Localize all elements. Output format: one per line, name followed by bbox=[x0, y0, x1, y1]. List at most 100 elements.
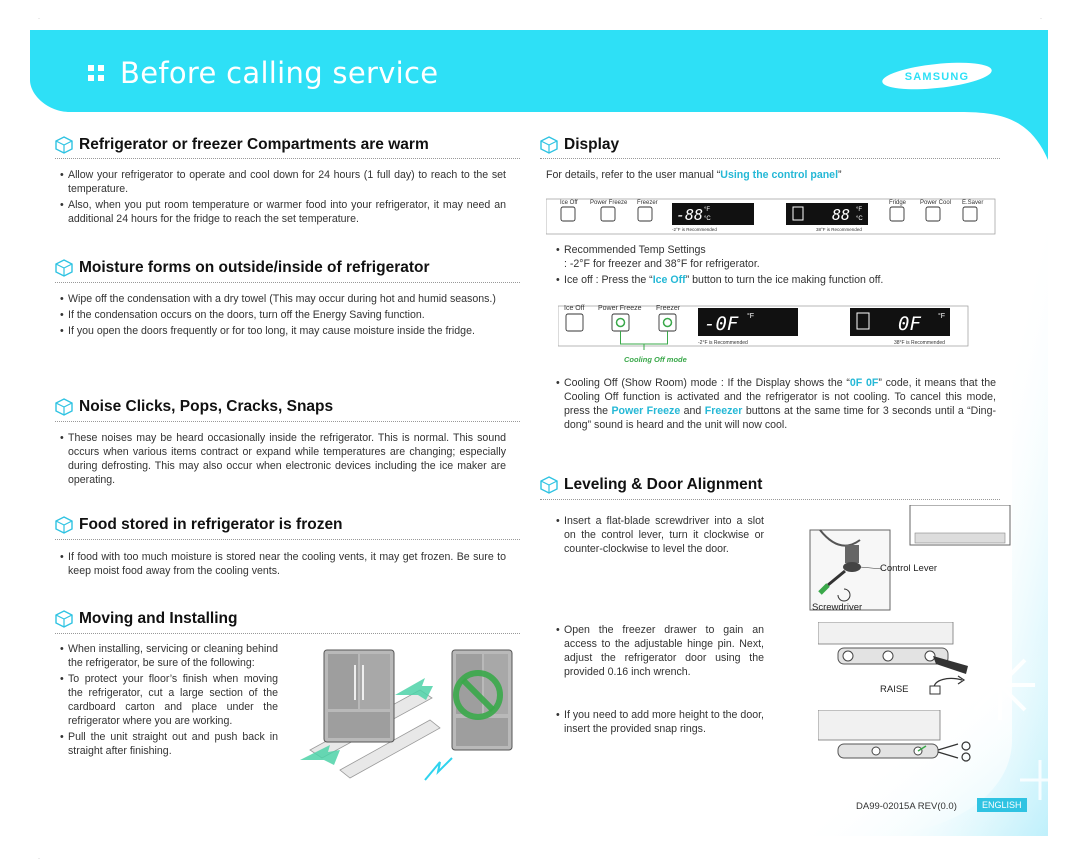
panel1-freezer-unit-c: °C bbox=[704, 216, 711, 222]
temp-settings-heading: Recommended Temp Settings bbox=[564, 244, 706, 256]
panel2-ice-off-button bbox=[565, 313, 584, 332]
section-title-moving-text: Moving and Installing bbox=[79, 610, 238, 627]
svg-text:·: · bbox=[38, 16, 40, 22]
svg-text:·: · bbox=[38, 856, 40, 862]
page-title-text: Before calling service bbox=[120, 56, 439, 90]
panel1-fridge-recommended: 38°F is Recommended bbox=[816, 227, 862, 232]
panel1-fridge-unit-f: °F bbox=[856, 207, 862, 213]
divider bbox=[55, 158, 520, 159]
cube-icon bbox=[55, 136, 73, 154]
list-item: If you need to add more height to the do… bbox=[556, 708, 764, 736]
panel2-label-freezer: Freezer bbox=[656, 305, 681, 312]
panel1-label-ice-off: Ice Off bbox=[560, 200, 578, 206]
ice-off-suffix: ” button to turn the ice making function… bbox=[685, 274, 884, 286]
panel1-label-power-freeze: Power Freeze bbox=[590, 200, 628, 206]
display-bullets: Recommended Temp Settings : -2°F for fre… bbox=[556, 243, 996, 289]
panel2-fridge-recommended: 38°F is Recommended bbox=[894, 340, 945, 346]
list-item: Insert a flat-blade screwdriver into a s… bbox=[556, 514, 764, 556]
cooling-text-2: ” code, it means that the Cooling Off fu… bbox=[564, 377, 996, 417]
panel1-ice-off-button bbox=[560, 206, 576, 222]
panel1-power-cool-button bbox=[925, 206, 941, 222]
temp-settings-values: : -2°F for freezer and 38°F for refriger… bbox=[564, 258, 760, 270]
panel1-fridge-unit-c: °C bbox=[856, 216, 863, 222]
panel2-power-freeze-button bbox=[611, 313, 630, 332]
divider bbox=[540, 158, 1000, 159]
section-title-display: Display bbox=[540, 136, 619, 154]
power-freeze-highlight: Power Freeze bbox=[611, 405, 681, 417]
leveling-bullets-2: Open the freezer drawer to gain an acces… bbox=[556, 623, 764, 681]
raise-label: RAISE bbox=[880, 684, 909, 695]
panel1-esaver-button bbox=[962, 206, 978, 222]
list-item: Allow your refrigerator to operate and c… bbox=[60, 168, 506, 196]
freezer-highlight: Freezer bbox=[704, 405, 743, 417]
cooling-text-and: and bbox=[680, 405, 705, 417]
screwdriver-label: Screwdriver bbox=[812, 602, 863, 613]
noise-bullets: These noises may be heard occasionally i… bbox=[60, 431, 506, 489]
snowflake-decoration bbox=[965, 650, 1035, 720]
raise-arrow-icon bbox=[929, 675, 966, 695]
section-title-display-text: Display bbox=[564, 136, 620, 153]
page-title: Before calling service bbox=[88, 56, 438, 90]
panel2-freezer-recommended: -2°F is Recommended bbox=[698, 340, 748, 346]
list-item: Pull the unit straight out and push back… bbox=[60, 730, 278, 758]
cooling-off-mode-label: Cooling Off mode bbox=[624, 355, 687, 364]
list-item: Also, when you put room temperature or w… bbox=[60, 198, 506, 226]
freezer-press-marker bbox=[662, 317, 673, 328]
display-intro-suffix: ” bbox=[838, 169, 842, 181]
list-item: Cooling Off (Show Room) mode : If the Di… bbox=[556, 376, 996, 432]
hinge-wrench-illustration bbox=[818, 622, 968, 674]
list-item: To protect your floor’s finish when movi… bbox=[60, 672, 278, 728]
panel2-fridge-unit: °F bbox=[938, 312, 945, 320]
divider bbox=[55, 539, 520, 540]
control-lever-illustration bbox=[809, 505, 1011, 611]
svg-text:·: · bbox=[1040, 16, 1042, 22]
cube-icon bbox=[55, 259, 73, 277]
panel2-fridge-digits: 0F bbox=[898, 313, 921, 335]
moisture-bullets: Wipe off the condensation with a dry tow… bbox=[60, 292, 506, 340]
panel1-freezer-unit-f: °F bbox=[704, 207, 710, 213]
cooling-text-3: buttons at the same time for 3 seconds u… bbox=[564, 405, 996, 431]
cooling-code-highlight: 0F 0F bbox=[849, 377, 879, 389]
moving-bullets: When installing, servicing or cleaning b… bbox=[60, 642, 278, 760]
cube-icon bbox=[540, 476, 558, 494]
panel2-label-power-freeze: Power Freeze bbox=[598, 305, 642, 312]
leveling-bullets-1: Insert a flat-blade screwdriver into a s… bbox=[556, 514, 764, 558]
section-title-warm-text: Refrigerator or freezer Compartments are… bbox=[79, 136, 429, 153]
list-item: Wipe off the condensation with a dry tow… bbox=[60, 292, 506, 306]
display-intro-prefix: For details, refer to the user manual “ bbox=[546, 169, 721, 181]
section-title-leveling-text: Leveling & Door Alignment bbox=[564, 476, 763, 493]
divider bbox=[55, 633, 520, 634]
panel1-fridge-display bbox=[786, 203, 868, 225]
section-title-noise: Noise Clicks, Pops, Cracks, Snaps bbox=[55, 398, 333, 416]
list-item: When installing, servicing or cleaning b… bbox=[60, 642, 278, 670]
divider bbox=[540, 499, 1000, 500]
screwdriver-icon bbox=[818, 583, 830, 595]
list-item: Ice off : Press the “Ice Off” button to … bbox=[556, 273, 996, 287]
cube-icon bbox=[55, 516, 73, 534]
panel1-fridge-button bbox=[889, 206, 905, 222]
cooling-off-bullets: Cooling Off (Show Room) mode : If the Di… bbox=[556, 376, 996, 434]
display-intro: For details, refer to the user manual “U… bbox=[546, 168, 996, 182]
panel2-freezer-unit: °F bbox=[747, 312, 754, 320]
panel2-freezer-button bbox=[658, 313, 677, 332]
cooling-text-1: Cooling Off (Show Room) mode : If the Di… bbox=[564, 377, 850, 389]
warm-bullets: Allow your refrigerator to operate and c… bbox=[60, 168, 506, 228]
list-item: If the condensation occurs on the doors,… bbox=[60, 308, 506, 322]
list-item: Open the freezer drawer to gain an acces… bbox=[556, 623, 764, 679]
section-title-frozen: Food stored in refrigerator is frozen bbox=[55, 516, 343, 534]
section-title-noise-text: Noise Clicks, Pops, Cracks, Snaps bbox=[79, 398, 334, 415]
control-panel-full: Ice Off Power Freeze Freezer -88 °F °C -… bbox=[546, 198, 996, 235]
power-freeze-press-marker bbox=[615, 317, 626, 328]
user-manual-link[interactable]: Using the control panel bbox=[720, 169, 839, 181]
divider bbox=[55, 421, 520, 422]
cube-icon bbox=[55, 610, 73, 628]
section-title-moving: Moving and Installing bbox=[55, 610, 237, 628]
divider bbox=[55, 282, 520, 283]
pliers-icon bbox=[937, 743, 959, 759]
panel1-freezer-digits: -88 bbox=[676, 206, 703, 224]
section-title-warm: Refrigerator or freezer Compartments are… bbox=[55, 136, 429, 154]
panel1-label-fridge: Fridge bbox=[889, 200, 907, 206]
cooling-off-connector bbox=[620, 331, 668, 350]
panel2-label-ice-off: Ice Off bbox=[564, 305, 585, 312]
ice-off-prefix: Ice off : Press the “ bbox=[564, 274, 653, 286]
